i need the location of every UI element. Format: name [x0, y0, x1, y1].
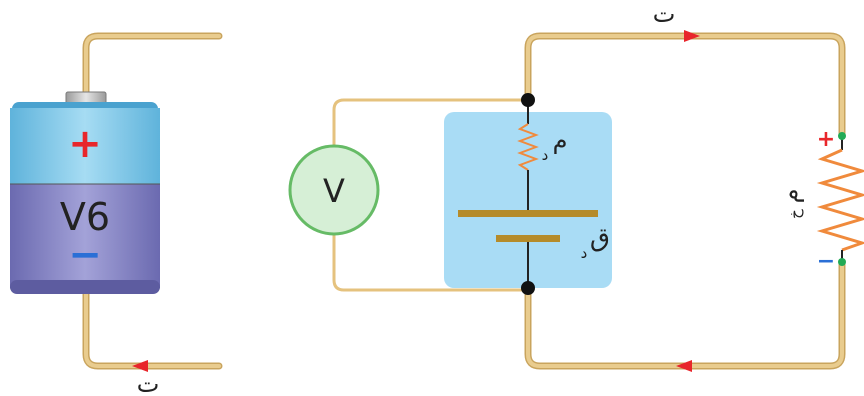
cell-long-plate — [458, 210, 598, 217]
internal-resistance-label: م — [553, 126, 568, 154]
main-circuit: V + − ت م د ق د م خ — [288, 0, 864, 372]
battery-positive-half — [10, 108, 160, 184]
battery-minus-sign: − — [68, 232, 102, 278]
battery-assembly: + V6 − ت — [10, 32, 223, 396]
current-arrow-bottom-right — [676, 360, 692, 372]
ext-terminal-bottom — [838, 258, 846, 266]
voltmeter — [288, 144, 380, 236]
battery-plus-sign: + — [68, 121, 102, 167]
emf-subscript: د — [581, 244, 588, 262]
ext-minus-sign: − — [817, 249, 835, 274]
current-label-bottom-left: ت — [137, 370, 160, 396]
junction-node-bottom — [521, 281, 535, 295]
junction-node-top — [521, 93, 535, 107]
battery-top-lead — [82, 32, 223, 102]
current-arrow-top — [684, 30, 700, 42]
cell-short-plate — [496, 235, 560, 242]
voltmeter-label: V — [323, 172, 345, 210]
external-resistance-label: م — [776, 189, 804, 204]
external-resistance-subscript: خ — [786, 209, 804, 219]
ext-terminal-top — [838, 132, 846, 140]
battery-bottom-lead — [82, 288, 223, 370]
battery-negative-half — [10, 184, 160, 288]
internal-resistor — [517, 123, 539, 171]
emf-label: ق — [590, 223, 610, 253]
external-resistor — [816, 148, 864, 252]
battery-voltage-label: V6 — [60, 195, 110, 239]
ext-plus-sign: + — [817, 127, 835, 152]
internal-resistance-subscript: د — [542, 146, 549, 164]
current-arrow-bottom-left — [132, 360, 148, 372]
current-label-top: ت — [653, 0, 676, 28]
